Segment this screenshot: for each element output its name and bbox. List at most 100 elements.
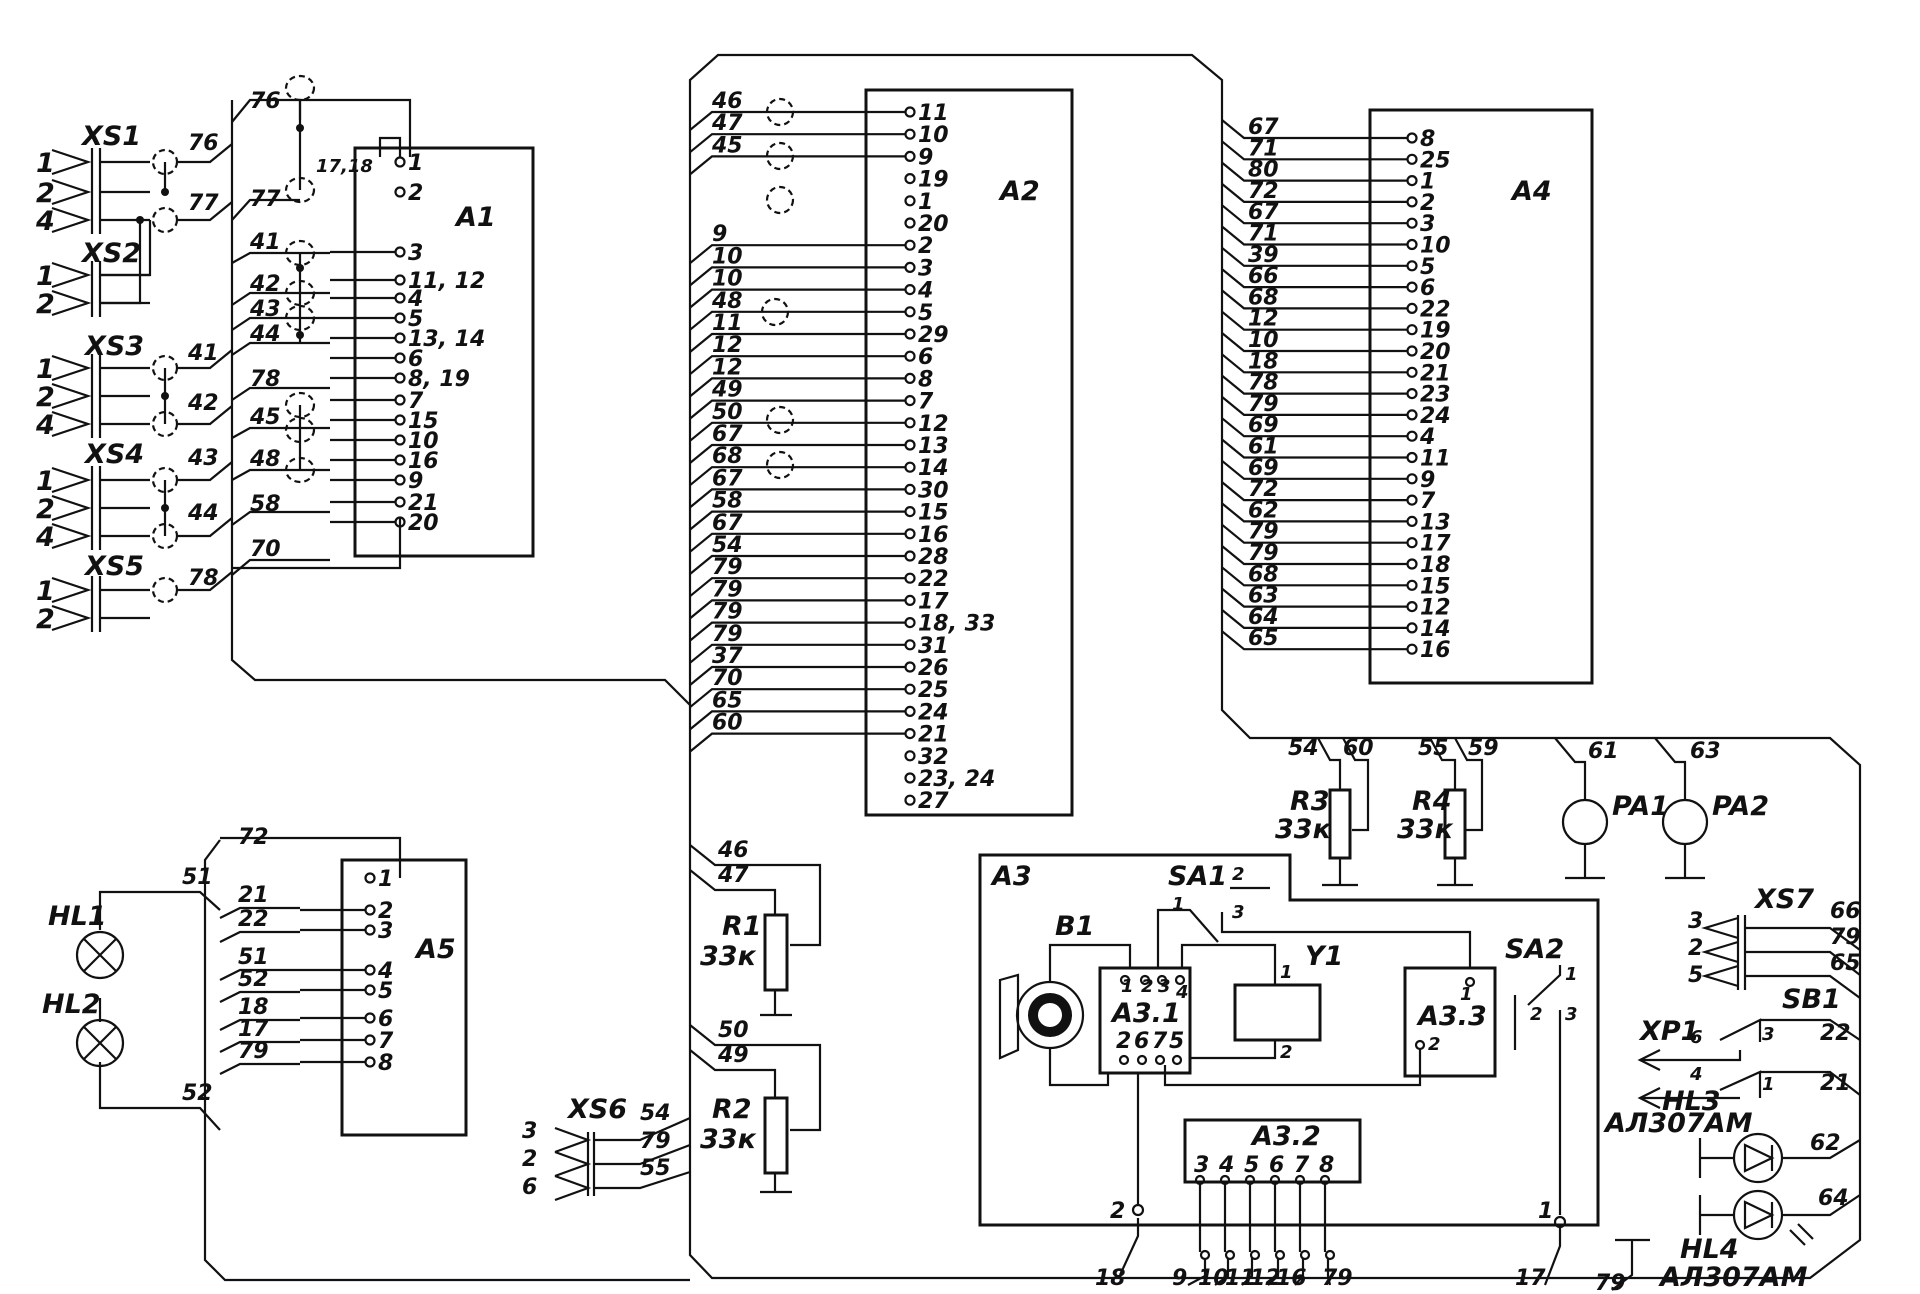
a2-pin-dot [904,639,916,651]
a1-pin-label: 11, 12 [408,269,485,294]
a2-pin-dot [904,217,916,229]
a32-label: А3.2 [1250,1121,1321,1152]
a2-pin-label: 17 [918,589,949,614]
xs3-pin-shape [51,382,92,410]
r2-label: R2 [712,1094,752,1125]
shield-loop [284,74,316,102]
sb1-wire-1: 22 [1820,1021,1851,1046]
a2-pin-label: 23, 24 [918,767,995,792]
a4-pin-dot [1406,600,1418,613]
a4-wire [1221,438,1407,459]
a4-wire [1221,545,1407,566]
xs3-pin-shape [51,354,92,382]
a2-pin-label: 30 [918,478,949,503]
a2-pin-label: 26 [918,656,949,681]
junction-dot [161,504,169,512]
a1-pin-label: 10 [408,429,439,454]
a2-wire-label: 68 [712,444,743,469]
a4-wire [1221,609,1407,629]
a2-wire-label: 58 [712,489,743,514]
a31-pin-label: 5 [1169,1029,1184,1054]
a1-wire-label: 43 [249,297,281,322]
a4-pin-label: 4 [1419,425,1435,450]
shield-loop [765,450,795,480]
a32-bottom-dot [1199,1249,1211,1261]
a4-wire-label: 10 [1248,328,1279,353]
a1-wire-label: 78 [250,367,281,392]
a2-pin-dot [904,350,916,362]
resistor-r3: 54 60 R3 33к [1275,736,1374,887]
lamp-hl2: HL2 [42,989,125,1068]
a1-pin-dot [394,474,406,486]
a5-wire [219,1040,300,1053]
xs5-label: XS5 [83,551,144,582]
r1-wire-2: 47 [717,863,749,888]
a5-wire-label: 79 [238,1039,269,1064]
xs1-pin-label: 4 [35,206,55,237]
a5-wire-label: 72 [238,825,269,850]
pa1-wire: 61 [1588,739,1619,764]
a31-pin-label: 2 [1116,1029,1131,1054]
xs7-pin-5: 5 [1688,963,1703,988]
a1-pin-dot [394,274,406,286]
a4-wire [1221,396,1407,416]
xs5-body [90,576,102,632]
a32-pin-label: 7 [1294,1153,1310,1178]
a31-pin-label: 1 [1121,976,1134,997]
a1-wire [231,468,330,481]
a2-pin-dot [904,750,916,762]
hl2-label: HL2 [42,989,101,1020]
xp1-label: XP1 [1638,1016,1699,1047]
a1-pin-dot [394,352,406,364]
a2-pin-dot [904,150,916,162]
a3-bottom-wire-label: 16 [1276,1266,1307,1291]
xs6-wire-2: 79 [640,1129,671,1154]
a4-wire-entries: 6771807267713966681210187879696169726279… [1221,115,1407,651]
a1-wire-label: 48 [249,447,281,472]
a1-wire-label: 42 [249,272,281,297]
a1-wire-label: 76 [250,89,281,114]
a1-pin-dot [394,372,406,384]
a31-pin-dot [1136,1054,1148,1066]
a4-wire-label: 69 [1248,413,1279,438]
a5-pin-label: 6 [378,1007,393,1032]
xs1-wire-label: 77 [188,191,219,216]
a31-pin-dot [1156,974,1168,986]
xs3-wire-label: 42 [187,391,219,416]
a4-wire-label: 67 [1248,200,1279,225]
a4-pin-label: 18 [1420,553,1451,578]
a2-pin-dot [904,506,916,518]
resistor-r2: 50 49 R2 33к [689,1018,822,1194]
a5-pin-label: 5 [378,979,393,1004]
a1-pin-label: 13, 14 [408,327,485,352]
a1-pin1-loop [378,136,402,157]
a1-pin-dot [394,454,406,466]
a2-pin-label: 12 [918,412,949,437]
a1-pin-dot [394,312,406,324]
a2-wire [689,466,905,487]
xs4-pin-shape [51,522,92,550]
a31-pin-dot [1118,1054,1130,1066]
a4-pin-label: 11 [1420,447,1451,472]
a1-pin-dot [394,292,406,304]
lamp-hl1: HL1 [48,901,125,980]
a2-pin-label: 15 [918,501,949,526]
shield-loop [760,297,790,327]
a1-wire [231,341,330,356]
a4-pin-label: 13 [1420,510,1451,535]
y1-pin-2: 2 [1280,1042,1293,1063]
a1-wire [231,198,300,221]
a3-bottom-wire-label: 17 [1515,1266,1546,1291]
xs5-pin-label: 2 [36,604,55,635]
a4-pin-dot [1406,537,1418,549]
a2-wire-label: 10 [712,267,743,292]
xs4-out-wire [177,517,233,538]
a31-pin-dot [1139,974,1151,986]
a31-pin-dot [1119,974,1131,986]
a4-pin-label: 22 [1420,297,1451,322]
hl4-type: АЛ307АМ [1658,1262,1808,1293]
a4-pin-label: 15 [1420,574,1451,599]
